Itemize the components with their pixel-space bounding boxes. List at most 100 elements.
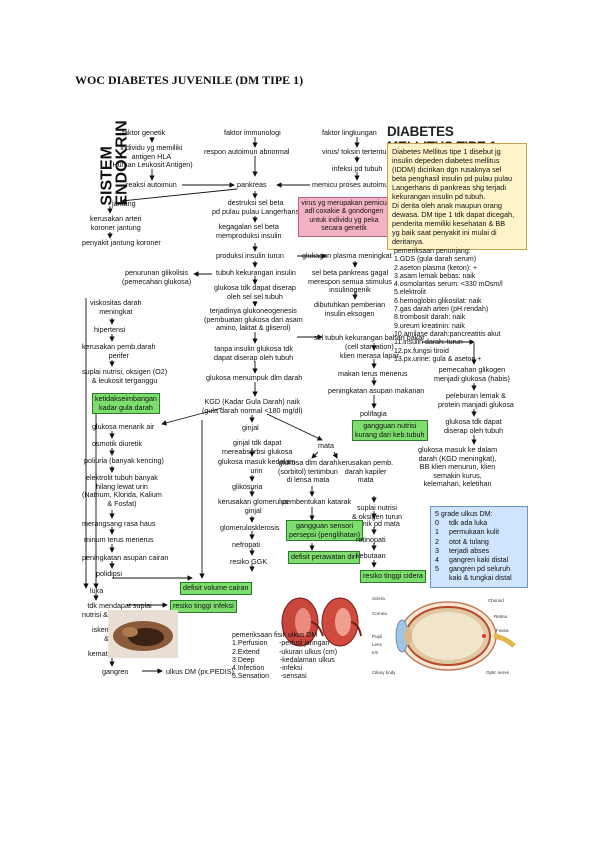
grade-text: gangren kaki distal [449,556,509,565]
grade-text: tdk ada luka [449,519,488,528]
eye-label-sclera: Sclera [372,596,385,601]
node-glukosa-masuk-darah: glukosa masuk ke dalam darah (KGD mening… [418,445,498,489]
grade-row: 4 gangren kaki distal [435,556,523,565]
node-merangsang: merangsang rasa haus [82,519,156,528]
eye-label-lens: Lens [372,642,382,647]
info-box: Diabetes Mellitus tipe 1 disebut jg insu… [387,143,527,250]
foot-ulcer-photo [108,610,178,658]
node-viskositas: viskositas darah meningkat [90,298,142,316]
node-glomerulosklerosis: glomerulosklerosis [220,523,280,532]
node-tubuh-kurang: tubuh kekurangan insulin [216,268,296,277]
diagnosis-defisit-perawatan: defisit perawatan diri [288,551,360,564]
node-polidipsi: polidipsi [96,569,122,578]
eye-label-fovea: Fovea [496,628,509,633]
node-jantung: jantung [112,199,136,208]
diagnosis-defisit-volume: defisit volume cairan [180,582,252,595]
node-gangren: gangren [102,667,129,676]
grade-num: 4 [435,556,439,565]
diagnosis-resiko-cidera: resiko tinggi cidera [360,570,426,583]
node-kegagalan: kegagalan sel beta memproduksi insulin [216,222,282,240]
node-glukosa-dlm-darah: glukosa dlm darah (sorbitol) tertimbun d… [278,458,338,485]
node-individu: individu yg memiliki antigen HLA (Human … [110,143,193,170]
node-mata: mata [318,441,334,450]
grade-text: terjadi abses [449,546,490,555]
node-produksi: produksi insulin turun [216,251,284,260]
eye-label-cornea: Cornea [372,611,387,616]
node-glukosa-tdk: glukosa tdk dapat diserap oleh sel sel t… [214,283,296,301]
node-kerusakan-glom: kerusakan glomerulus ginjal [218,497,289,515]
node-memicu: memicu proses autoimun [312,180,393,189]
node-glukagon: glukagon plasma meningkat [302,251,392,260]
node-pembentukan: pembentukan katarak [282,497,352,506]
node-destruksi: destruksi sel beta pd pulau pulau Langer… [212,198,300,216]
eye-label-optic-nerve: Optic nerve [486,670,510,675]
diagnosis-gangguan-sensori: gangguan sensori persepsi (penglihatan) [286,520,364,542]
node-pemecahan-glikogen: pemecahan glikogen menjadi glukosa (habi… [434,365,510,383]
grade-num: 5 [435,565,439,574]
node-glikosuria: glikosuria [232,482,263,491]
grade-num: 1 [435,528,439,537]
node-peningkatan-asupan: peningkatan asupan makanan [328,386,425,395]
node-faktor-imun: faktor immunologi [224,128,281,137]
node-osmotik: osmotik diuretik [92,439,142,448]
node-kgd: KGD (Kadar Gula Darah) naik (gula darah … [202,397,303,415]
node-glukosa-tdk2: glukosa tdk dapat diserap oleh tubuh [444,417,504,435]
node-ginjal: ginjal [242,423,259,432]
eye-label-ciliary-body: Ciliary body [372,670,396,675]
node-sel-kurang: sel tubuh kekurangan bahan bakar (cell s… [314,333,425,351]
node-respon: respon autoimun abnormal [204,147,290,156]
grade-num: 2 [435,537,439,546]
virus-trigger-box: virus yg merupakan pemicu adl coxakie & … [298,197,390,237]
eye-label-choroid: Choroid [488,598,504,603]
node-sel-beta-gagal: sel beta pankreas gagal merespon semua s… [308,268,392,295]
page-title: WOC DIABETES JUVENILE (DM TIPE 1) [75,73,304,87]
grade-num: 3 [435,546,439,555]
node-pjk: penyakit jantung koroner [82,238,161,247]
node-kerusakan-arteri: kerusakan arteri koroner jantung [90,214,142,232]
node-luka: luka [90,586,104,595]
grade-row: 5 gangren pd seluruh kaki & tungkai dista… [435,565,523,583]
node-penurunan-gli: penurunan glikolisis (pemecahan glukosa) [122,268,192,286]
node-kerusakan-pemb: kerusakan pemb.darah perifer [82,342,156,360]
node-minum: minum terus menerus [84,535,154,544]
diagnosis-gangguan-nutrisi: gangguan nutrisi kurang dari keb.tubuh [352,420,428,442]
kidney-illustration [281,597,362,647]
eye-label-retina: Retina [494,614,508,619]
grade-num: 0 [435,519,439,528]
node-retinopati: retinopati [356,535,386,544]
grade-row: 0 tdk ada luka [435,519,523,528]
node-hipertensi: hipertensi [94,325,126,334]
node-pankreas: pankreas [237,180,267,189]
ulcer-grade-box: 5 grade ulkus DM: 0 tdk ada luka 1 permuka… [430,506,528,588]
grade-text: gangren pd seluruh kaki & tungkai distal [449,565,512,583]
node-suplai2: suplai nutrisi & oksigen turun [352,503,402,521]
woc-diagram: SISTEM ENDOKRIN faktor genetik faktor im… [82,118,528,758]
diagnosis-ketidakseimbangan: ketidakseimbangan kadar gula darah [92,393,160,415]
grade-row: 2 otot & tulang [435,538,523,547]
node-glukoneogenesis: terjadinya glukoneogenesis (pembuatan gl… [204,306,303,333]
node-poliuria: poliuria (banyak kencing) [84,456,164,465]
eye-anatomy-illustration [395,601,516,671]
node-suplai: suplai nutrisi, oksigen (O2) & leukosit … [82,367,168,385]
node-kerusakan-kapiler: kerusakan pemb. darah kapiler mata [338,458,394,485]
node-infeksi: infeksi pd tubuh [332,164,383,173]
node-peningkatan-cairan: peningkatan asupan cairan [82,553,169,562]
lab-list: pemeriksaan penunjang: 1.GDS (gula darah… [394,248,503,363]
node-glukosa-masuk-urin: glukosa masuk kedalam urin [218,457,296,475]
arrow-layer [83,137,477,674]
diagnosis-resiko-infeksi: resiko tinggi infeksi [170,600,237,613]
node-makan: makan terus menerus [338,369,408,378]
node-tanpa-insulin: tanpa insulin glukosa tdk dapat diserap … [214,344,294,362]
grade-title: 5 grade ulkus DM: [435,510,493,518]
node-menarik-air: glukosa menarik air [92,422,155,431]
grade-row: 1 permukaan kulit [435,528,523,537]
grade-text: otot & tulang [449,537,489,546]
node-elektrolit: elektrolit tubuh banyak hilang lewat uri… [82,473,162,508]
node-nefropati: nefropati [232,540,260,549]
node-faktor-lingkungan: faktor lingkungan [322,128,377,137]
node-resiko-ggk: resiko GGK [230,557,268,566]
eye-label-iris: Iris [372,650,378,655]
grade-row: 3 terjadi abses [435,547,523,556]
node-peleburan: peleburan lemak & protein manjadi glukos… [438,391,514,409]
grade-text: permukaan kulit [449,528,500,537]
